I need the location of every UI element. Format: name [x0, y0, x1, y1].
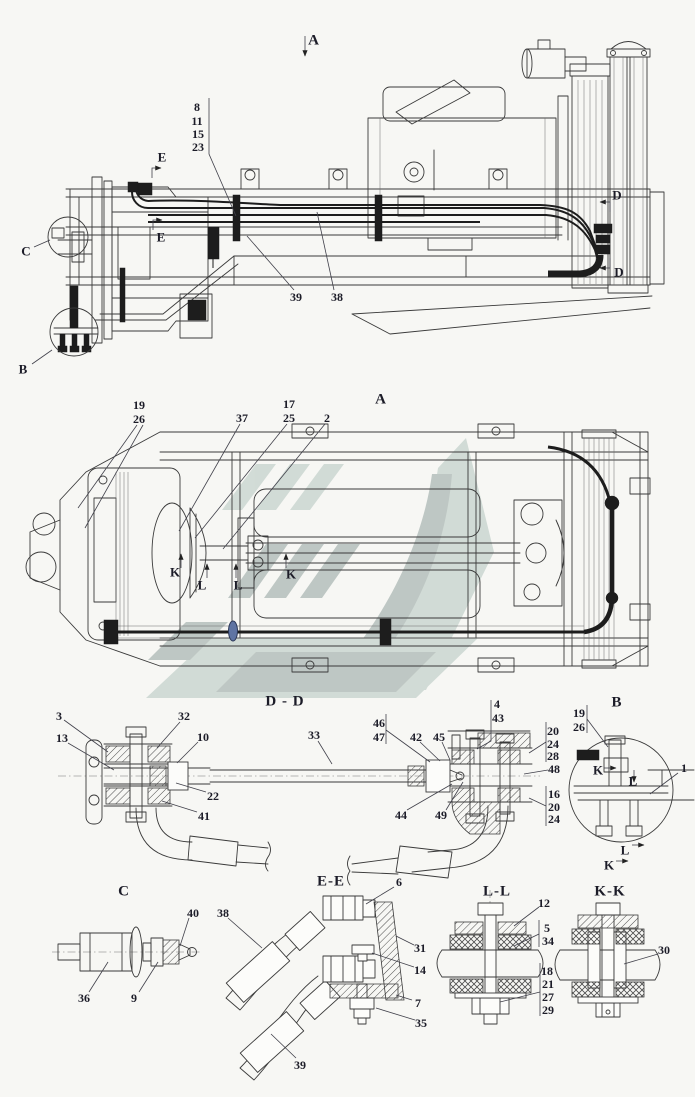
- leaders-dd: [63, 700, 549, 826]
- section-ee-view: [225, 886, 416, 1081]
- leaders-c: [88, 917, 190, 993]
- detail-b-view: [568, 705, 695, 864]
- detail-c-circle: [47, 216, 89, 258]
- ee-bracket-plate: [373, 901, 405, 1001]
- side-elevation-view: [31, 36, 665, 365]
- section-ll-view: [436, 890, 544, 1025]
- kk-cushions: [571, 914, 645, 1004]
- plan-view: [25, 423, 651, 673]
- dd-hatched-parts: [105, 732, 531, 835]
- leaders-b: [586, 705, 679, 795]
- leaders-top-view: [31, 98, 335, 365]
- leaders-kk: [623, 953, 659, 965]
- section-marks-top: [151, 165, 611, 271]
- plan-dark-pipes: [103, 445, 620, 646]
- detail-c-view: [52, 917, 202, 993]
- detail-b-circle: [49, 307, 99, 357]
- section-marks-plan: [178, 553, 289, 578]
- section-kk-view: [554, 902, 661, 1018]
- hose-bundle: [57, 181, 613, 353]
- section-dd-view: [58, 700, 549, 886]
- watermark-logo: [146, 438, 494, 698]
- leaders-ll: [499, 906, 541, 1016]
- blue-fitting: [228, 620, 238, 642]
- leaders-plan-view: [77, 423, 326, 550]
- leaders-ee: [227, 886, 416, 1059]
- section-marks-b: [604, 765, 645, 864]
